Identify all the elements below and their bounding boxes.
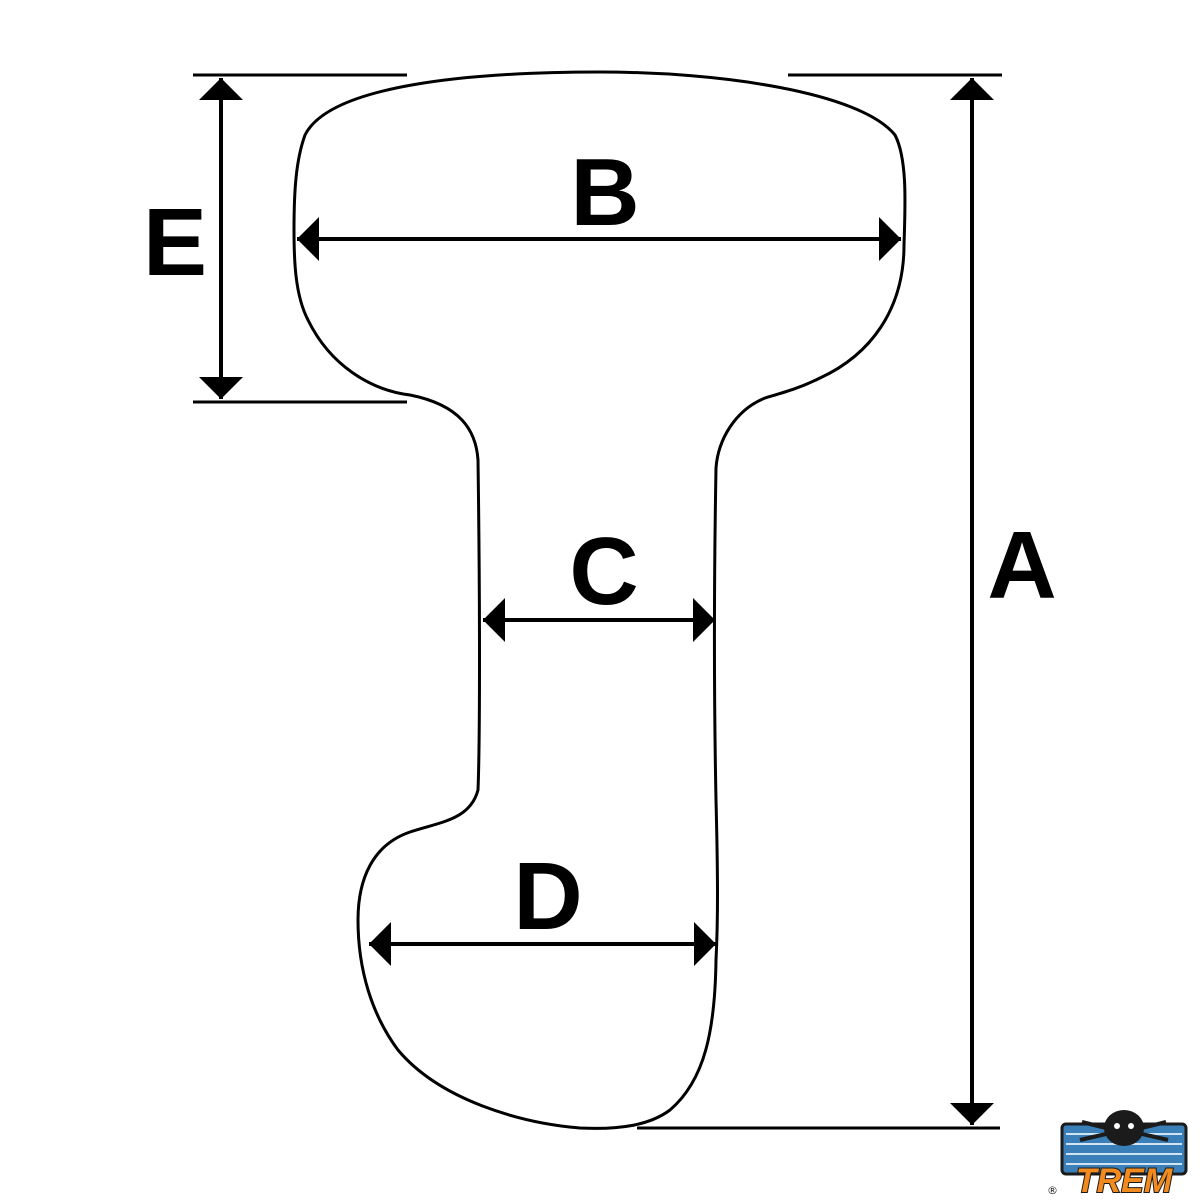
dimension-c-arrowhead-right [693, 598, 715, 642]
brand-logo: TREM ® [1047, 1110, 1188, 1200]
dimension-e-arrowhead-top [199, 78, 243, 100]
dimension-e-label: E [143, 189, 207, 296]
logo-wordmark: TREM [1076, 1162, 1173, 1200]
dimension-a-arrowhead-bottom [950, 1103, 994, 1125]
logo-spider-eye [1128, 1123, 1134, 1129]
logo-spider-icon [1104, 1110, 1144, 1146]
profile-outline [292, 70, 907, 1130]
dimension-c-arrowhead-left [483, 598, 505, 642]
dimension-e-arrowhead-bottom [199, 377, 243, 399]
dimension-c-label: C [569, 518, 638, 625]
dimension-d-label: D [513, 843, 582, 950]
dimension-b-label: B [570, 139, 639, 246]
dimension-a-label: A [987, 512, 1056, 619]
dimension-d-arrowhead-left [369, 922, 391, 966]
logo-registered-mark: ® [1047, 1184, 1058, 1197]
logo-spider-eye [1114, 1123, 1120, 1129]
dimension-b-arrowhead-right [879, 217, 901, 261]
dimension-a-arrowhead-top [950, 78, 994, 100]
dimension-d-arrowhead-right [694, 922, 716, 966]
dimension-b-arrowhead-left [297, 217, 319, 261]
logo-spider-leg [1079, 1120, 1169, 1142]
